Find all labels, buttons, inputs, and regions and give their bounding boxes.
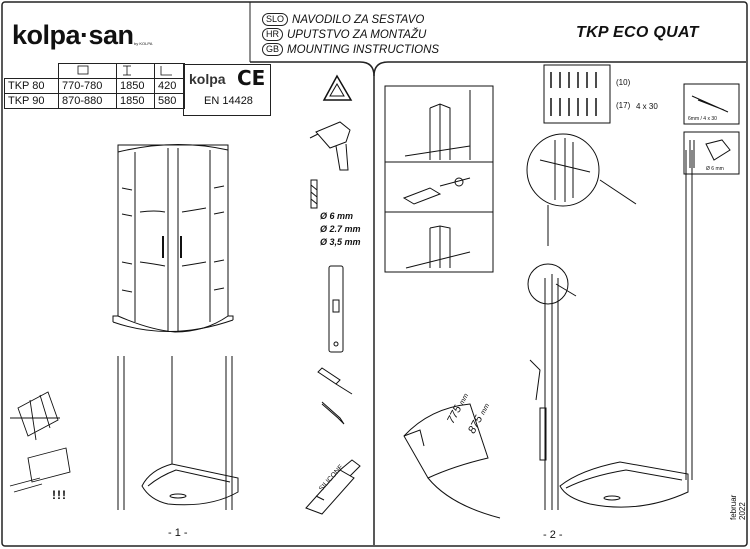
ce-mark: CE <box>237 66 266 90</box>
instruction-line-hr: HR UPUTSTVO ZA MONTAŽU <box>262 28 426 41</box>
screw-count-2: (17) <box>616 101 631 110</box>
certification-box: kolpa CE EN 14428 <box>183 64 271 116</box>
drill-size-2-7: Ø 2.7 mm <box>320 224 361 234</box>
certification-brand: kolpa <box>189 71 226 87</box>
brand-logo-sub: by KOLPA <box>134 41 153 46</box>
tools-column <box>305 121 361 515</box>
spec-table: TKP 80 770-780 1850 420 TKP 90 870-880 1… <box>4 63 185 109</box>
lang-code-slo: SLO <box>262 13 289 26</box>
screws-box <box>543 64 611 124</box>
anchor-box <box>683 83 740 175</box>
spec-cell: 580 <box>154 93 185 109</box>
warning-marks: !!! <box>52 488 67 502</box>
drill-label: Ø 6 mm <box>706 166 724 172</box>
instruction-line-slo: SLO NAVODILO ZA SESTAVO <box>262 13 424 26</box>
instruction-text-hr: UPUTSTVO ZA MONTAŽU <box>287 28 427 41</box>
spec-cell: 1850 <box>116 78 155 94</box>
shower-cabin-illustration <box>112 143 234 333</box>
step-boxes <box>384 85 494 273</box>
corner-tray-illustration <box>117 356 239 510</box>
warning-triangle-icon <box>322 74 353 101</box>
date-label: februar 2022 <box>729 494 747 520</box>
brand-logo: kolpa·san <box>12 20 134 50</box>
spec-cell: 420 <box>154 78 185 94</box>
spec-row-tkp80: TKP 80 770-780 1850 420 <box>4 78 185 94</box>
instruction-text-slo: NAVODILO ZA SESTAVO <box>292 13 425 26</box>
wall-sketches <box>9 391 71 493</box>
spec-cell: 1850 <box>116 93 155 109</box>
spec-cell: TKP 80 <box>4 78 59 94</box>
spec-cell: 770-780 <box>58 78 117 94</box>
page-number-2: - 2 - <box>543 529 563 541</box>
instruction-line-gb: GB MOUNTING INSTRUCTIONS <box>262 43 439 56</box>
anchor-label: 6mm / 4 x 30 <box>688 116 717 122</box>
spec-table-header <box>4 63 185 79</box>
wall-profile-details <box>403 133 693 519</box>
spec-row-tkp90: TKP 90 870-880 1850 580 <box>4 93 185 109</box>
instruction-text-gb: MOUNTING INSTRUCTIONS <box>287 43 440 56</box>
standard-label: EN 14428 <box>204 95 253 107</box>
screw-count-1: (10) <box>616 78 631 87</box>
drill-size-3-5: Ø 3,5 mm <box>320 237 361 247</box>
lang-code-gb: GB <box>262 43 284 56</box>
screw-size: 4 x 30 <box>636 102 658 111</box>
drill-size-6: Ø 6 mm <box>320 211 354 221</box>
page-number-1: - 1 - <box>168 527 188 539</box>
spec-cell: TKP 90 <box>4 93 59 109</box>
spec-cell: 870-880 <box>58 93 117 109</box>
lang-code-hr: HR <box>262 28 283 41</box>
product-title: TKP ECO QUAT <box>576 24 699 41</box>
